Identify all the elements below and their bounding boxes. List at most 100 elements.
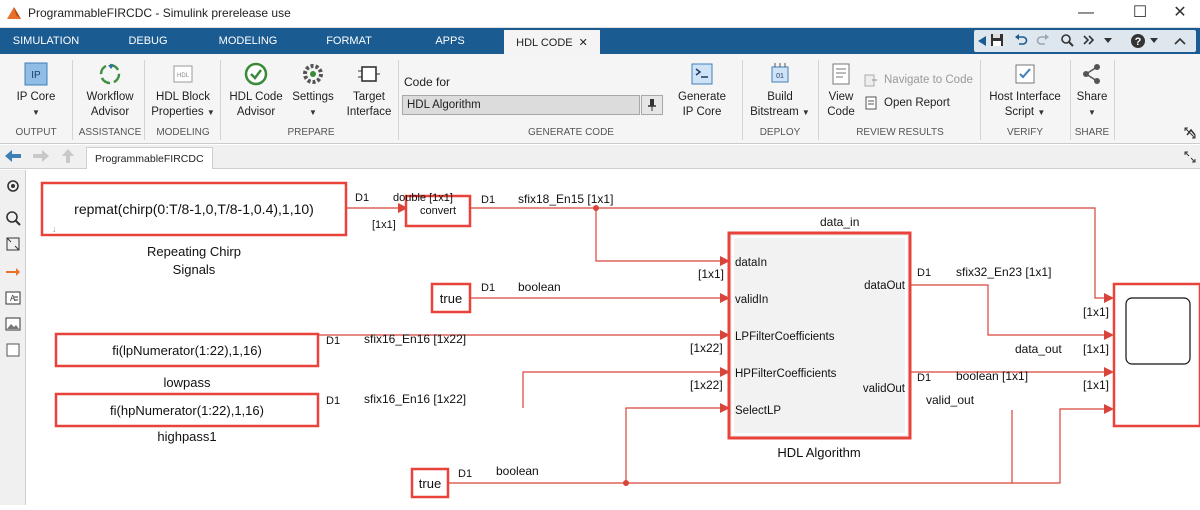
zoom-icon[interactable] <box>5 210 21 226</box>
tab-format[interactable]: FORMAT <box>326 35 372 47</box>
generate-ip-core-button[interactable]: Generate IP Core <box>672 58 732 120</box>
open-report-button[interactable]: Open Report <box>884 97 950 109</box>
svg-text:01: 01 <box>776 73 784 80</box>
minimize-button[interactable]: — <box>1078 4 1094 21</box>
svg-text:HDL: HDL <box>177 73 190 79</box>
pin-icon[interactable] <box>641 95 663 115</box>
share-dropdown-icon[interactable]: ▼ <box>1088 108 1096 117</box>
help-icon[interactable]: ? <box>1130 33 1146 49</box>
tab-modeling[interactable]: MODELING <box>218 35 278 47</box>
view-code-button[interactable]: View Code <box>824 58 858 120</box>
hdl-block-properties-label-2: Properties ▼ <box>151 106 215 118</box>
navigate-to-code-icon <box>864 74 877 87</box>
ip-core-dropdown-icon[interactable]: ▼ <box>32 108 40 117</box>
hdl-code-advisor-button[interactable]: HDL Code Advisor <box>226 58 286 120</box>
workflow-advisor-button[interactable]: Workflow Advisor <box>80 58 140 120</box>
settings-button[interactable]: Settings ▼ <box>290 58 336 120</box>
signal-to-selectlp[interactable] <box>625 403 730 483</box>
save-icon[interactable] <box>990 33 1004 47</box>
hide-show-explorer-icon[interactable] <box>5 178 21 194</box>
hdl-block-properties-button[interactable]: HDL HDL Block Properties ▼ <box>150 58 216 120</box>
section-generate-code: GENERATE CODE <box>528 127 614 138</box>
signal-valid-out-branch[interactable] <box>1011 404 1114 484</box>
signal-to-datain[interactable] <box>595 208 730 266</box>
label-hp-type: sfix16_En16 [1x22] <box>364 392 466 406</box>
hdl-algorithm-subsystem[interactable] <box>727 231 912 440</box>
tab-hdl-code[interactable]: HDL CODE✕ <box>504 28 600 54</box>
tab-simulation[interactable]: SIMULATION <box>12 35 80 47</box>
signal-line-icon[interactable] <box>5 264 21 280</box>
lowpass-block-expression: fi(lpNumerator(1:22),1,16) <box>112 343 262 358</box>
minimize-toolstrip-icon[interactable] <box>1174 35 1186 47</box>
breadcrumb-model[interactable]: ProgrammableFIRCDC <box>86 147 213 169</box>
lowpass-block[interactable] <box>54 332 320 368</box>
help-dropdown-icon[interactable] <box>1150 38 1158 44</box>
ribbon-expand-icon[interactable] <box>1184 127 1196 139</box>
settings-dropdown-icon[interactable]: ▼ <box>309 108 317 117</box>
signal-data-out[interactable] <box>910 284 1114 340</box>
up-icon[interactable] <box>60 148 76 164</box>
hdl-code-advisor-label-1: HDL Code <box>229 91 283 103</box>
code-for-field[interactable]: HDL Algorithm <box>402 95 640 115</box>
workflow-advisor-label-2: Advisor <box>90 106 130 118</box>
convert-block[interactable] <box>404 194 472 228</box>
maximize-button[interactable]: ☐ <box>1132 4 1148 21</box>
lowpass-caption: lowpass <box>164 375 211 390</box>
forward-icon[interactable] <box>32 148 50 164</box>
section-deploy: DEPLOY <box>759 127 801 138</box>
simulink-canvas[interactable]: repmat(chirp(0:T/8-1,0,T/8-1,0.4),1,10) … <box>27 170 1200 505</box>
signal-data-in[interactable] <box>470 207 1114 303</box>
redo-icon[interactable] <box>1036 33 1050 47</box>
share-icon <box>1083 64 1100 84</box>
fit-to-view-icon[interactable] <box>5 236 21 252</box>
quick-access-collapse-icon[interactable] <box>978 36 988 46</box>
search-icon[interactable] <box>1060 33 1074 47</box>
area-icon[interactable] <box>5 342 21 358</box>
true-constant-top[interactable] <box>430 282 472 314</box>
chirp-block-expression: repmat(chirp(0:T/8-1,0,T/8-1,0.4),1,10) <box>74 201 314 217</box>
port-selectlp: SelectLP <box>735 405 781 417</box>
share-button[interactable]: Share ▼ <box>1074 58 1110 120</box>
navigate-to-code-button[interactable]: Navigate to Code <box>884 74 973 86</box>
target-interface-label-2: Interface <box>346 106 392 118</box>
workflow-advisor-label-1: Workflow <box>86 91 134 103</box>
more-commands-icon[interactable] <box>1082 33 1096 47</box>
tab-close-icon[interactable]: ✕ <box>578 37 588 49</box>
label-d1: D1 <box>917 267 931 279</box>
host-interface-script-button[interactable]: Host Interface Script ▼ <box>984 58 1066 120</box>
target-interface-button[interactable]: Target Interface <box>342 58 396 120</box>
undo-icon[interactable] <box>1014 33 1028 47</box>
svg-text:?: ? <box>1135 36 1142 48</box>
ip-core-label: IP Core <box>16 91 56 103</box>
chirp-block-glyph: ↓ <box>52 224 57 234</box>
tab-debug[interactable]: DEBUG <box>128 35 168 47</box>
view-code-label-2: Code <box>827 106 855 118</box>
section-modeling: MODELING <box>156 127 210 138</box>
code-for-label: Code for <box>404 75 451 89</box>
collapse-ribbon-icon[interactable] <box>1186 128 1196 136</box>
divider <box>72 60 73 140</box>
highpass-block[interactable] <box>54 392 320 428</box>
expand-icon[interactable] <box>1184 151 1196 163</box>
image-icon[interactable] <box>5 316 21 332</box>
target-interface-label-1: Target <box>353 91 385 103</box>
signal-hp-coeffs[interactable] <box>522 367 730 408</box>
divider <box>742 60 743 140</box>
close-button[interactable]: ✕ <box>1173 4 1187 21</box>
build-bitstream-button[interactable]: 01 Build Bitstream ▼ <box>748 58 812 120</box>
hdl-code-ribbon: IP IP Core ▼ OUTPUT Workflow Advisor ASS… <box>0 54 1200 144</box>
divider <box>1114 60 1115 140</box>
tab-apps[interactable]: APPS <box>435 35 465 47</box>
open-report-icon <box>865 96 877 110</box>
back-icon[interactable] <box>4 148 22 164</box>
divider <box>220 60 221 140</box>
chirp-block[interactable] <box>40 181 348 237</box>
host-interface-script-label-2: Script ▼ <box>1004 106 1046 118</box>
chevron-down-icon[interactable] <box>1104 38 1112 44</box>
true-constant-bottom[interactable] <box>410 467 450 499</box>
annotation-icon[interactable]: A <box>5 290 21 306</box>
highpass-caption: highpass1 <box>157 429 216 444</box>
svg-text:A: A <box>10 294 16 303</box>
ip-core-button[interactable]: IP IP Core ▼ <box>10 58 62 120</box>
label-hp-dim: [1x22] <box>690 378 723 392</box>
